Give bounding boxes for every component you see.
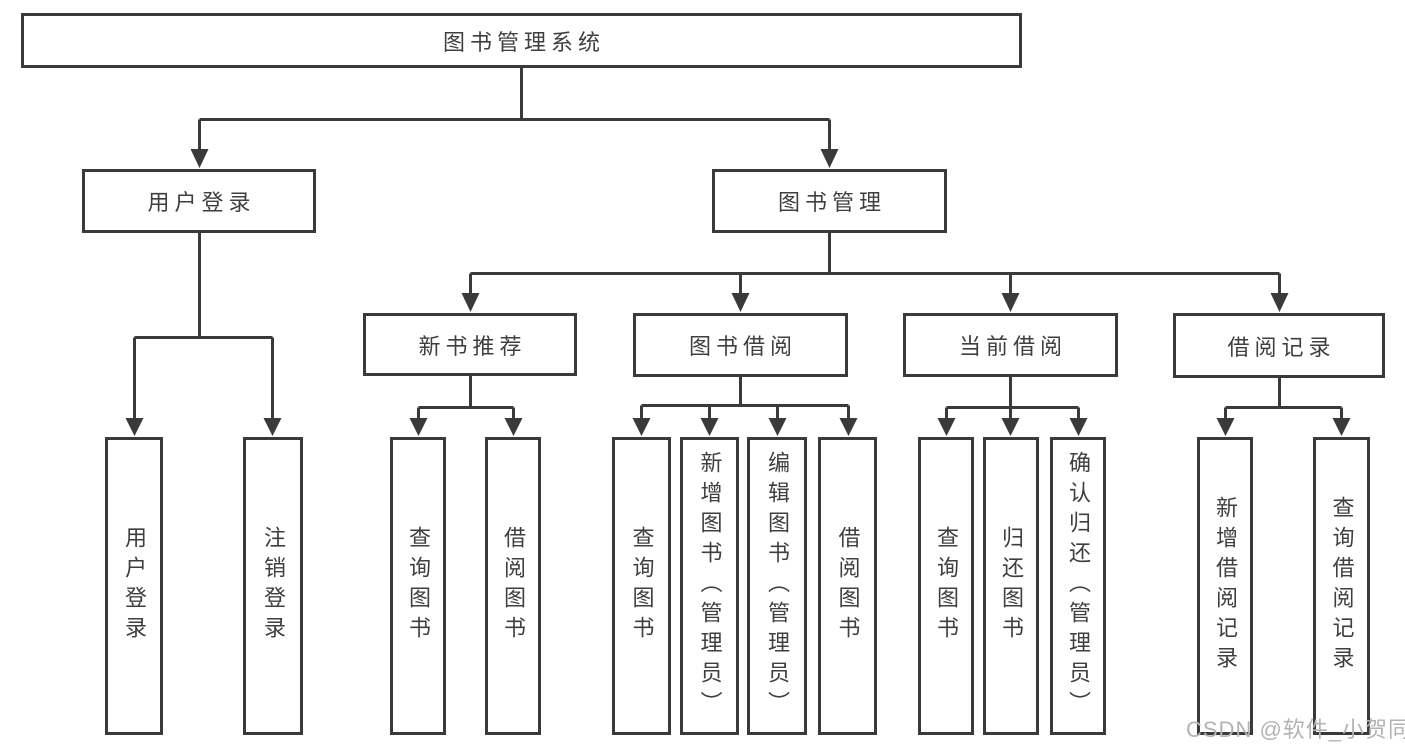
arrowhead-down-icon: [1270, 293, 1289, 312]
node-label: 借阅图书: [835, 526, 861, 646]
csdn-watermark: CSDN @软件_小贺同学: [1186, 717, 1405, 742]
arrowhead-down-icon: [190, 149, 209, 168]
node-book-borrowing: 图书借阅: [633, 313, 848, 377]
node-library-management-system: 图书管理系统: [21, 13, 1022, 68]
arrowhead-down-icon: [125, 418, 144, 436]
arrowhead-down-icon: [1332, 418, 1351, 436]
leaf-add-books-admin: 新增图书（管理员）: [680, 437, 739, 735]
connector-book-management-to-level3: [461, 233, 1289, 312]
leaf-confirm-return-admin: 确认归还（管理员）: [1050, 437, 1106, 735]
arrowhead-down-icon: [700, 418, 719, 436]
arrowhead-down-icon: [731, 293, 750, 312]
arrowhead-down-icon: [461, 293, 480, 312]
node-current-borrowing: 当前借阅: [903, 313, 1118, 377]
node-label: 注销登录: [261, 526, 286, 646]
arrowhead-down-icon: [1216, 418, 1235, 436]
node-label: 新书推荐: [418, 333, 527, 359]
node-label: 查询图书: [406, 526, 431, 646]
node-label: 图书借阅: [688, 334, 797, 359]
arrowhead-down-icon: [820, 149, 839, 168]
node-label: 查询图书: [934, 526, 959, 646]
node-label: 编辑图书（管理员）: [765, 451, 790, 721]
node-book-management: 图书管理: [712, 169, 947, 233]
leaf-query-books-borrowing: 查询图书: [612, 437, 671, 735]
arrowhead-down-icon: [937, 418, 956, 436]
arrowhead-down-icon: [768, 418, 787, 436]
node-label: 确认归还（管理员）: [1066, 451, 1091, 721]
node-borrowing-records: 借阅记录: [1173, 313, 1385, 378]
arrowhead-down-icon: [839, 418, 858, 436]
connector-user-login-to-leaves: [125, 233, 282, 436]
arrowhead-down-icon: [1069, 418, 1088, 436]
connector-root-to-level2: [190, 68, 839, 168]
leaf-borrow-books-borrowing: 借阅图书: [818, 437, 877, 735]
node-label: 查询图书: [629, 526, 655, 646]
node-label: 图书管理: [777, 190, 886, 215]
leaf-borrow-books-recommend: 借阅图书: [485, 437, 541, 735]
arrowhead-down-icon: [632, 418, 651, 436]
leaf-edit-books-admin: 编辑图书（管理员）: [747, 437, 807, 735]
leaf-user-login: 用户登录: [105, 437, 163, 735]
node-user-login: 用户登录: [82, 169, 316, 233]
leaf-return-books: 归还图书: [983, 437, 1039, 735]
node-label: 借阅记录: [1227, 334, 1336, 360]
leaf-add-borrow-record: 新增借阅记录: [1197, 437, 1253, 735]
node-new-book-recommend: 新书推荐: [363, 313, 577, 376]
leaf-query-books-recommend: 查询图书: [390, 437, 446, 735]
node-label: 新增借阅记录: [1213, 496, 1238, 676]
node-label: 用户登录: [147, 190, 256, 215]
node-label: 新增图书（管理员）: [697, 451, 723, 721]
leaf-query-borrow-record: 查询借阅记录: [1313, 437, 1370, 735]
leaf-query-books-current: 查询图书: [918, 437, 974, 735]
arrowhead-down-icon: [263, 418, 282, 436]
arrowhead-down-icon: [1001, 418, 1020, 436]
node-label: 归还图书: [999, 526, 1024, 646]
arrowhead-down-icon: [504, 418, 523, 436]
connector-borrowing-records-to-leaves: [1216, 378, 1351, 436]
arrowhead-down-icon: [1001, 293, 1020, 312]
node-label: 借阅图书: [501, 526, 526, 646]
connector-book-borrowing-to-leaves: [632, 377, 858, 436]
leaf-logout: 注销登录: [243, 437, 303, 735]
connector-current-borrowing-to-leaves: [937, 377, 1088, 436]
node-label: 图书管理系统: [442, 29, 605, 55]
node-label: 用户登录: [122, 526, 147, 646]
node-label: 查询借阅记录: [1329, 496, 1355, 676]
node-label: 当前借阅: [958, 334, 1067, 359]
arrowhead-down-icon: [409, 418, 428, 436]
connector-new-book-recommend-to-leaves: [409, 376, 523, 436]
